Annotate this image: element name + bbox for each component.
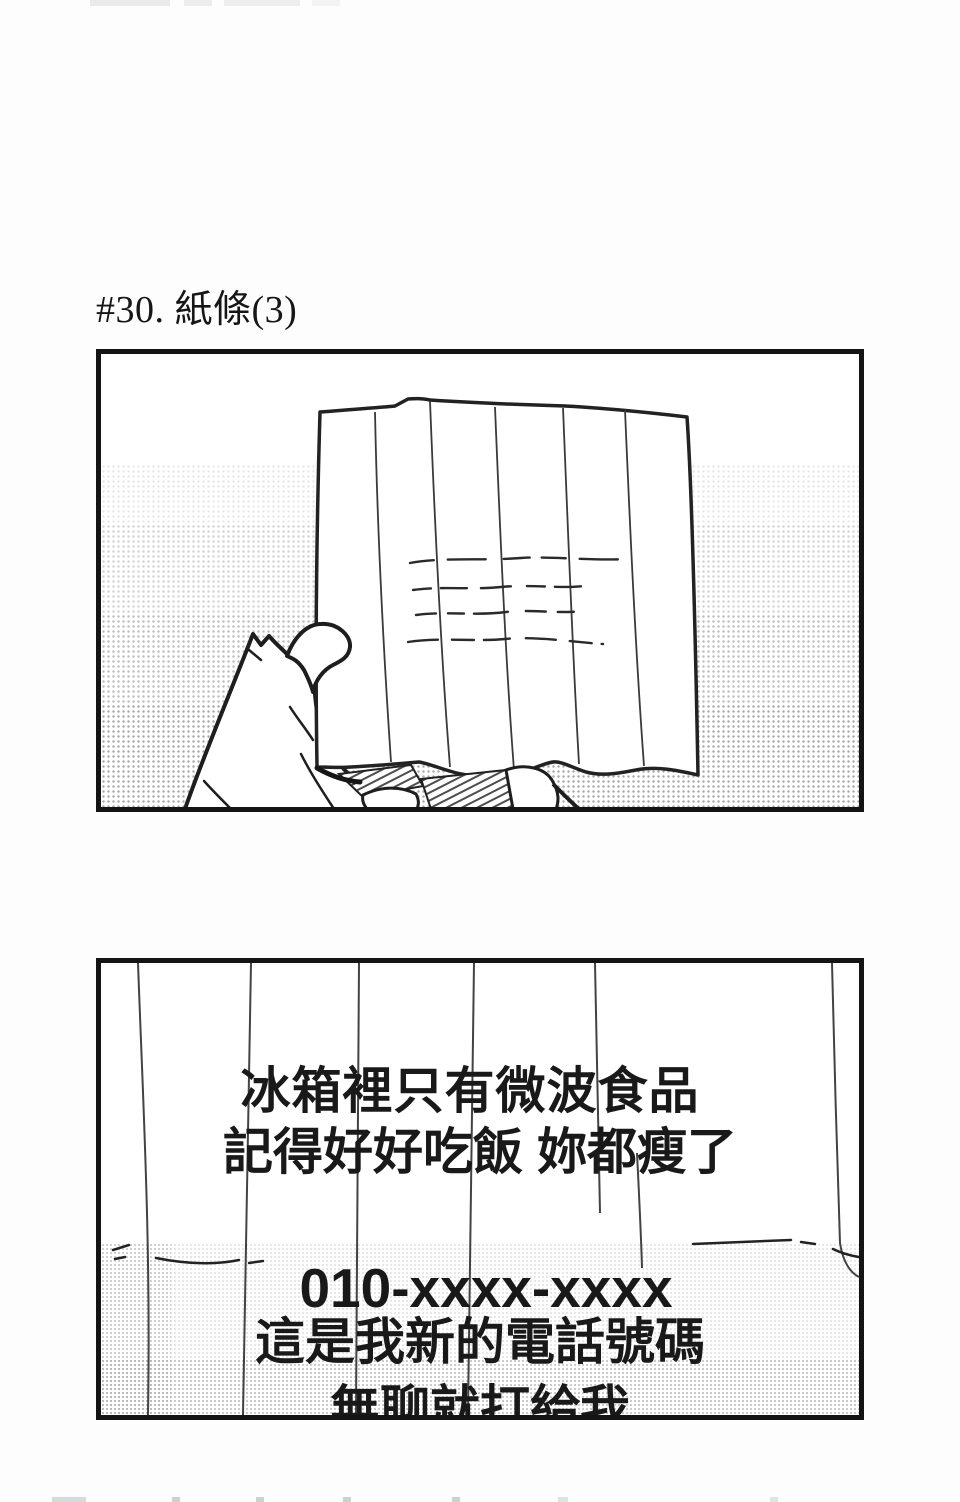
note-phone-number: 010-xxxx-xxxx	[299, 1257, 673, 1319]
thumb	[285, 621, 352, 694]
illegible-writing	[406, 556, 629, 646]
paper-fold-lines	[374, 400, 645, 771]
remnant-mark	[452, 1497, 460, 1502]
curled-finger	[504, 765, 560, 807]
hand-and-paper-drawing	[183, 396, 700, 807]
note-text-line-1: 冰箱裡只有微波食品	[240, 1063, 700, 1119]
paper-flap-stroke	[314, 765, 363, 785]
remnant-mark	[184, 0, 212, 6]
remnant-mark	[172, 1497, 180, 1502]
halftone-shade	[101, 1243, 171, 1415]
panel-note-text: 冰箱裡只有微波食品 記得好好吃飯 妳都瘦了 010-xxxx-xxxx 這是我新…	[96, 958, 864, 1420]
finger-under-paper	[361, 786, 420, 807]
horizontal-crease	[111, 1238, 859, 1265]
halftone-shade	[101, 1243, 859, 1415]
remnant-mark	[312, 0, 340, 6]
paper-fold-lines	[137, 963, 859, 1415]
paper-texture-drawing	[111, 963, 859, 1415]
shadow-hatch-right	[419, 768, 514, 807]
hand-edge-stroke	[551, 782, 580, 807]
remnant-mark	[224, 0, 300, 6]
note-text-line-2: 記得好好吃飯 妳都瘦了	[223, 1124, 737, 1180]
panel-hand-holding-note	[96, 349, 864, 812]
remnant-mark	[90, 0, 170, 6]
remnant-mark	[256, 1497, 264, 1502]
chapter-title: #30. 紙條(3)	[96, 289, 298, 331]
note-text-line-4-clipped: 無聊就打給我	[330, 1381, 630, 1420]
remnant-mark	[770, 1497, 778, 1502]
hand-creases	[202, 648, 335, 807]
note-text-line-3: 這是我新的電話號碼	[255, 1314, 705, 1370]
remnant-mark	[343, 1497, 351, 1502]
remnant-mark	[52, 1497, 86, 1502]
folded-paper	[314, 396, 700, 779]
remnant-mark	[558, 1497, 568, 1502]
halftone-shade	[101, 1359, 859, 1415]
